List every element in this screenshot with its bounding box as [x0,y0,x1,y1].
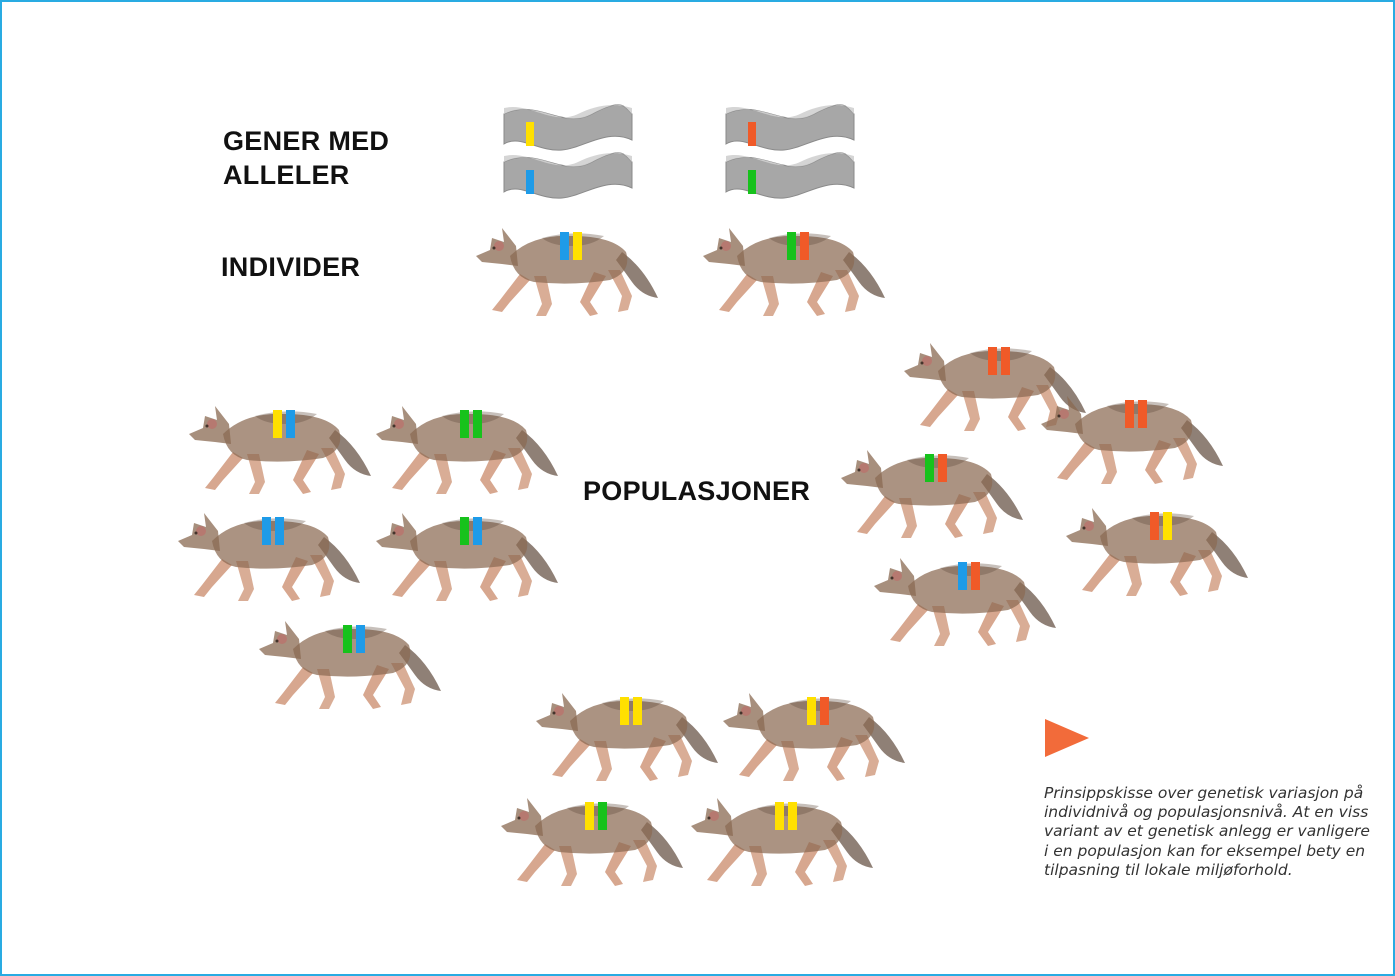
chromosome-allele-orange [748,122,756,146]
population-left-wolf-5 [255,605,445,715]
chromosome-allele-blue [526,170,534,194]
allele-bar-blue [473,517,482,545]
allele-bar-blue [958,562,967,590]
genes-with-alleles-label: GENER MED ALLELER [223,124,389,192]
allele-bar-blue [560,232,569,260]
allele-bar-blue [356,625,365,653]
chromosome-allele-yellow [526,122,534,146]
allele-bar-blue [262,517,271,545]
figure-caption: Prinsippskisse over genetisk variasjon p… [1044,784,1374,880]
individual-wolf-2 [699,212,889,322]
allele-bar-blue [275,517,284,545]
population-bottom-wolf-4 [687,782,877,892]
allele-bar-yellow [807,697,816,725]
population-right-wolf-5 [870,542,1060,652]
allele-bar-green [925,454,934,482]
allele-bar-green [343,625,352,653]
allele-bar-orange [800,232,809,260]
population-left-wolf-2 [372,390,562,500]
allele-bar-yellow [788,802,797,830]
allele-bar-orange [1138,400,1147,428]
allele-bar-orange [1001,347,1010,375]
allele-bar-orange [1150,512,1159,540]
individuals-label: INDIVIDER [221,250,360,284]
populations-label: POPULASJONER [583,474,810,508]
play-arrow-icon [1045,719,1089,757]
population-bottom-wolf-2 [719,677,909,787]
allele-bar-yellow [573,232,582,260]
allele-bar-orange [988,347,997,375]
allele-bar-green [460,517,469,545]
allele-bar-yellow [585,802,594,830]
chromosome-pair-2 [724,104,856,200]
allele-bar-yellow [633,697,642,725]
allele-bar-orange [1125,400,1134,428]
population-left-wolf-4 [372,497,562,607]
allele-bar-yellow [620,697,629,725]
chromosome-allele-green [748,170,756,194]
individual-wolf-1 [472,212,662,322]
population-bottom-wolf-1 [532,677,722,787]
population-left-wolf-3 [174,497,364,607]
allele-bar-orange [971,562,980,590]
allele-bar-orange [820,697,829,725]
population-right-wolf-3 [837,434,1027,544]
population-bottom-wolf-3 [497,782,687,892]
allele-bar-green [787,232,796,260]
allele-bar-blue [286,410,295,438]
allele-bar-green [473,410,482,438]
chromosome-pair-1 [502,104,634,200]
allele-bar-orange [938,454,947,482]
allele-bar-yellow [1163,512,1172,540]
allele-bar-yellow [273,410,282,438]
population-left-wolf-1 [185,390,375,500]
population-right-wolf-4 [1062,492,1252,602]
population-right-wolf-2 [1037,380,1227,490]
allele-bar-yellow [775,802,784,830]
allele-bar-green [598,802,607,830]
allele-bar-green [460,410,469,438]
